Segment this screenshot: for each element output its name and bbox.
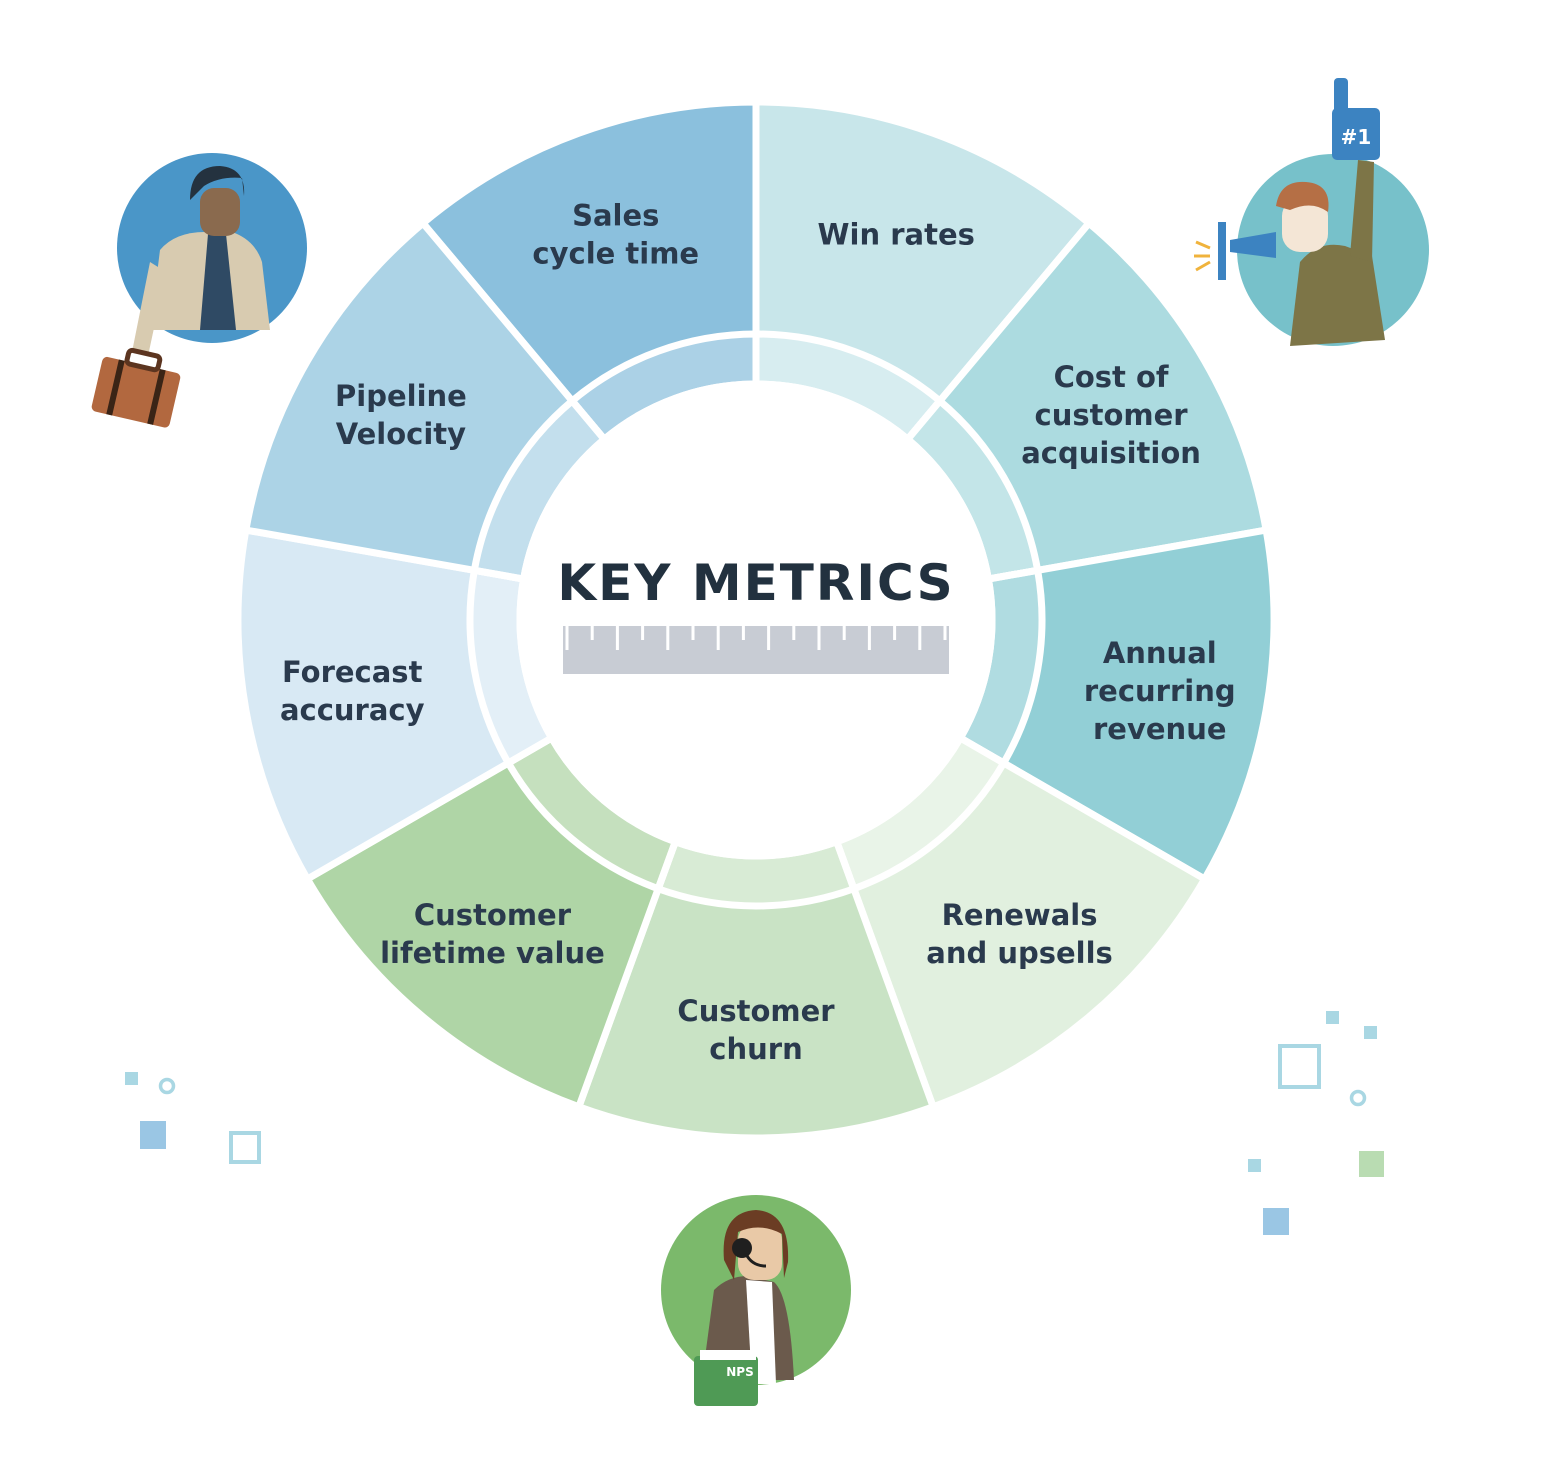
segment-label-line: Win rates <box>818 218 975 252</box>
foam-finger-text: #1 <box>1341 125 1372 149</box>
foam-finger-icon: #1 <box>1332 78 1380 160</box>
segment-label-line: churn <box>709 1032 802 1066</box>
decorative-shapes-left <box>125 1072 261 1164</box>
segment-label-cost-of-customer-acquisition: Cost of customer acquisition <box>1021 360 1201 470</box>
segment-label-line: Forecast <box>282 655 423 689</box>
ruler-tick <box>565 626 569 650</box>
ruler-tick <box>641 626 645 640</box>
segment-label-line: acquisition <box>1021 436 1201 470</box>
segment-label-line: Velocity <box>336 417 466 451</box>
decorative-shapes-right <box>1248 1011 1384 1235</box>
megaphone-icon <box>1194 222 1276 280</box>
segment-label-line: revenue <box>1093 712 1227 746</box>
segment-label-line: Annual <box>1103 636 1217 670</box>
segment-label-customer-churn: Customer churn <box>677 994 835 1066</box>
ruler-tick <box>666 626 670 650</box>
ruler-tick <box>767 626 771 650</box>
segment-label-sales-cycle-time: Sales cycle time <box>532 199 699 271</box>
segment-label-renewals-and-upsells: Renewals and upsells <box>926 898 1113 970</box>
segment-label-line: Sales <box>572 199 659 233</box>
ruler-tick <box>943 626 947 640</box>
segment-label-line: Customer <box>677 994 835 1028</box>
segment-label-customer-lifetime-value: Customer lifetime value <box>380 898 605 970</box>
segment-label-forecast-accuracy: Forecast accuracy <box>280 655 425 727</box>
ruler-tick <box>615 626 619 650</box>
nps-folder-text: NPS <box>726 1365 753 1379</box>
center-circle <box>520 384 992 856</box>
center-title: KEY METRICS <box>557 554 954 612</box>
ruler-tick <box>792 626 796 640</box>
segment-label-line: customer <box>1035 398 1189 432</box>
segment-label-line: recurring <box>1084 674 1236 708</box>
ruler-tick <box>691 626 695 640</box>
cheering-fan-icon <box>1237 154 1429 346</box>
ruler-tick <box>716 626 720 650</box>
segment-label-annual-recurring-revenue: Annual recurring revenue <box>1084 636 1236 746</box>
ruler-tick <box>817 626 821 650</box>
ruler-tick <box>741 626 745 640</box>
briefcase-icon <box>91 347 181 428</box>
ruler-tick <box>590 626 594 640</box>
ruler-icon <box>563 626 949 674</box>
ruler-tick <box>893 626 897 640</box>
segment-label-line: Renewals <box>942 898 1098 932</box>
segment-label-line: Cost of <box>1054 360 1169 394</box>
segment-label-line: accuracy <box>280 693 425 727</box>
segment-label-line: Customer <box>414 898 572 932</box>
ruler-tick <box>842 626 846 640</box>
segment-label-line: Pipeline <box>335 379 467 413</box>
segment-label-line: lifetime value <box>380 936 605 970</box>
segment-label-line: and upsells <box>926 936 1113 970</box>
ruler-tick <box>918 626 922 650</box>
businessman-icon <box>117 153 307 356</box>
headset-icon <box>732 1238 767 1268</box>
nps-folder-icon: NPS <box>694 1350 758 1406</box>
ruler-tick <box>867 626 871 650</box>
segment-label-line: cycle time <box>532 237 699 271</box>
segment-label-win-rates: Win rates <box>818 218 975 252</box>
metrics-wheel <box>234 98 1278 1142</box>
